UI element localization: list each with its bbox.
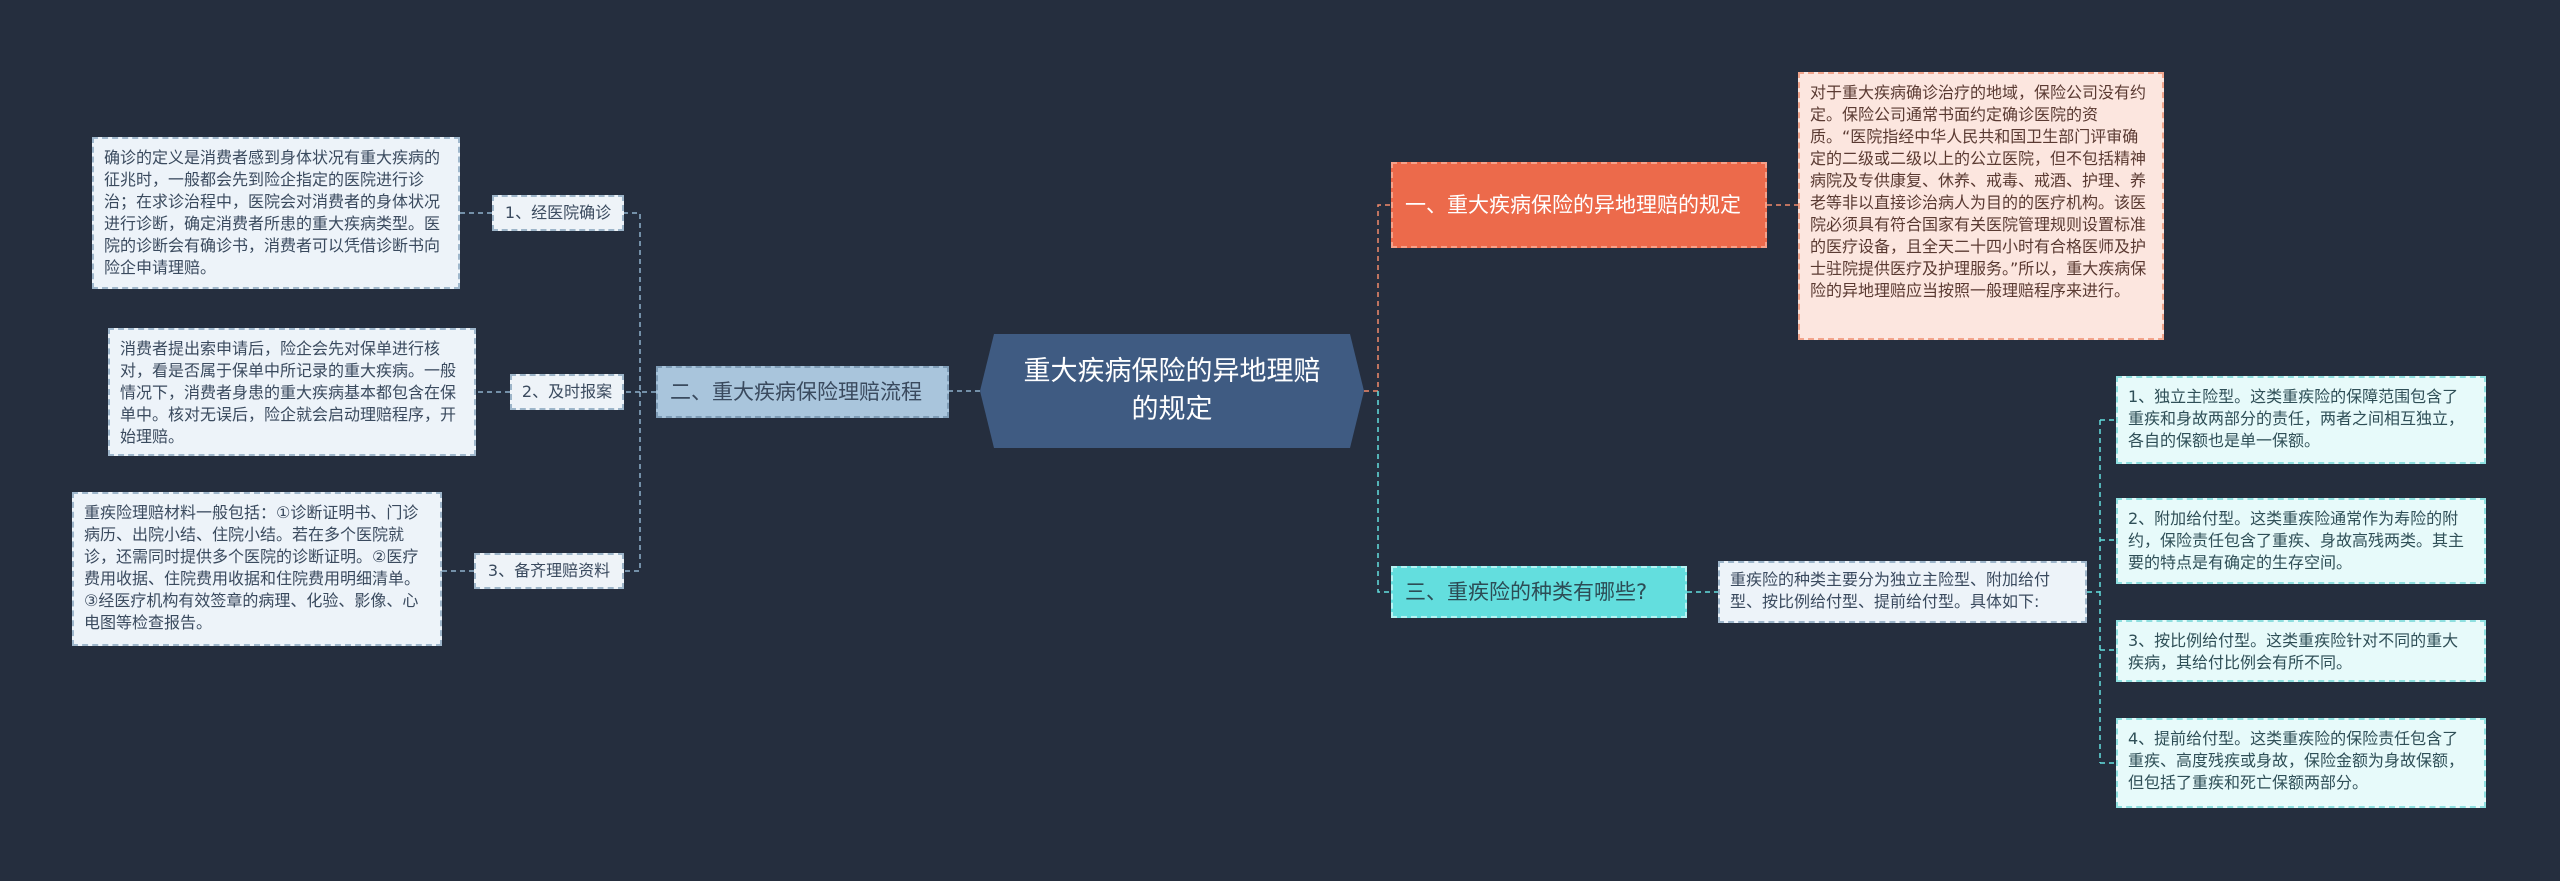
sub-node-hospital-diagnosis[interactable]: 1、经医院确诊: [492, 195, 624, 231]
leaf-types-summary[interactable]: 重疾险的种类主要分为独立主险型、附加给付型、按比例给付型、提前给付型。具体如下:: [1718, 561, 2087, 623]
central-topic[interactable]: 重大疾病保险的异地理赔的规定: [980, 334, 1364, 448]
leaf-type-standalone[interactable]: 1、独立主险型。这类重疾险的保障范围包含了重疾和身故两部分的责任，两者之间相互独…: [2116, 376, 2486, 464]
leaf-type-proportional[interactable]: 3、按比例给付型。这类重疾险针对不同的重大疾病，其给付比例会有所不同。: [2116, 620, 2486, 682]
leaf-materials-detail[interactable]: 重疾险理赔材料一般包括：①诊断证明书、门诊病历、出院小结、住院小结。若在多个医院…: [72, 492, 442, 646]
leaf-remote-claim-detail[interactable]: 对于重大疾病确诊治疗的地域，保险公司没有约定。保险公司通常书面约定确诊医院的资质…: [1798, 72, 2164, 340]
sub-node-report[interactable]: 2、及时报案: [510, 374, 624, 410]
leaf-report-detail[interactable]: 消费者提出索申请后，险企会先对保单进行核对，看是否属于保单中所记录的重大疾病。一…: [108, 328, 476, 456]
leaf-hospital-diagnosis-detail[interactable]: 确诊的定义是消费者感到身体状况有重大疾病的征兆时，一般都会先到险企指定的医院进行…: [92, 137, 460, 289]
branch-remote-claim-rule[interactable]: 一、重大疾病保险的异地理赔的规定: [1391, 162, 1767, 248]
sub-node-prepare-materials[interactable]: 3、备齐理赔资料: [474, 553, 624, 589]
leaf-type-advance[interactable]: 4、提前给付型。这类重疾险的保险责任包含了重疾、高度残疾或身故，保险金额为身故保…: [2116, 718, 2486, 808]
branch-insurance-types[interactable]: 三、重疾险的种类有哪些?: [1391, 566, 1687, 618]
branch-claim-process[interactable]: 二、重大疾病保险理赔流程: [656, 366, 949, 418]
leaf-type-additional[interactable]: 2、附加给付型。这类重疾险通常作为寿险的附约，保险责任包含了重疾、身故高残两类。…: [2116, 498, 2486, 584]
